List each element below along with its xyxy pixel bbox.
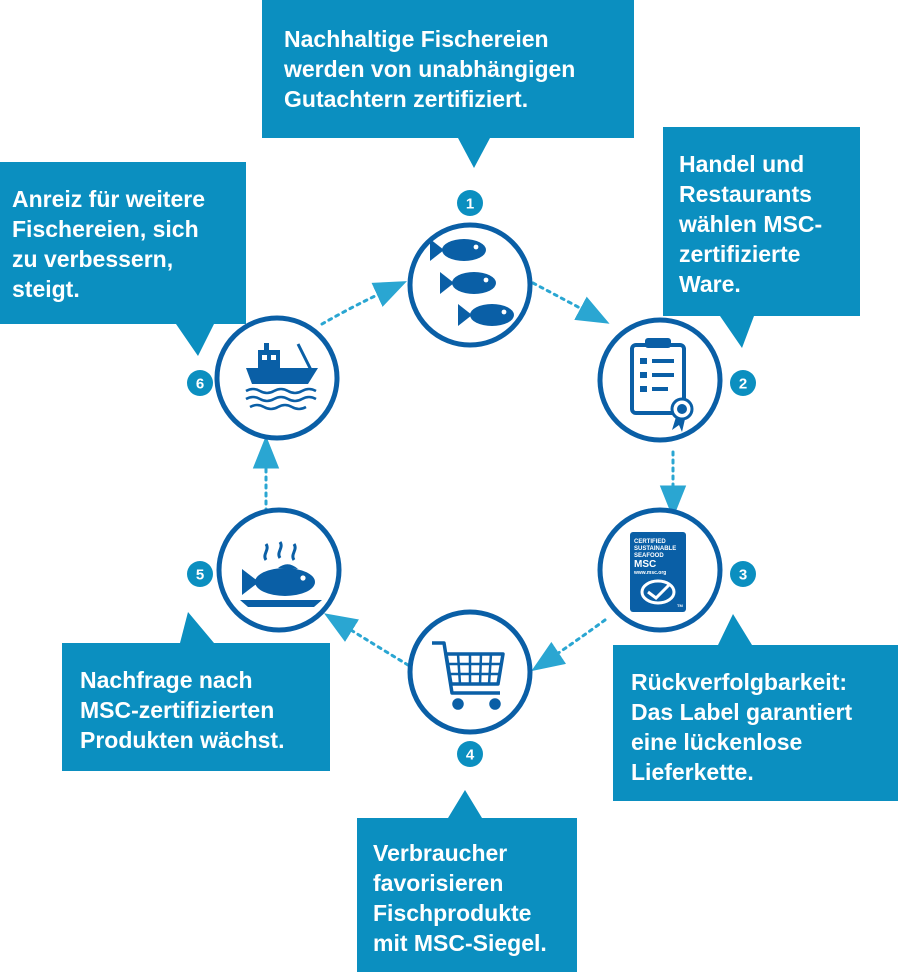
- node-step-6: 6: [187, 315, 340, 441]
- badge-step-1: [457, 190, 483, 216]
- msc-label-line1: CERTIFIED: [634, 539, 666, 545]
- callout-step-1-text: Nachhaltige Fischereien werden von unabh…: [284, 26, 576, 112]
- pointer-step-4: [448, 790, 482, 818]
- callout-step-4-text: Verbraucher favorisieren Fischprodukte m…: [373, 840, 547, 956]
- arrow-1-to-2: [531, 281, 610, 324]
- msc-label-line2: SUSTAINABLE: [634, 546, 676, 552]
- badge-step-1-label: 1: [466, 196, 474, 213]
- callout-step-2: Handel und Restaurants wählen MSC- zerti…: [663, 127, 860, 316]
- pointer-step-1: [458, 138, 490, 168]
- badge-step-2-label: 2: [739, 376, 747, 393]
- arrow-6-to-1: [320, 281, 407, 326]
- pointer-step-5: [180, 612, 214, 643]
- callout-step-6: Anreiz für weitere Fischereien, sich zu …: [0, 162, 246, 324]
- badge-step-5-label: 5: [196, 567, 204, 584]
- callout-step-4: Verbraucher favorisieren Fischprodukte m…: [357, 818, 577, 972]
- node-step-2: 2: [597, 317, 756, 443]
- shopping-cart-icon: [432, 641, 505, 710]
- pointer-step-6: [176, 324, 214, 356]
- node-step-4: 4: [407, 609, 533, 767]
- badge-step-3-label: 3: [739, 567, 747, 584]
- badge-step-6-label: 6: [196, 376, 204, 393]
- callout-step-3-text: Rückverfolgbarkeit: Das Label garantiert…: [631, 669, 853, 785]
- fish-on-plate-icon: [240, 541, 322, 607]
- callout-step-5: Nachfrage nach MSC-zertifizierten Produk…: [62, 643, 330, 771]
- msc-label-line3: SEAFOOD: [634, 553, 664, 559]
- arrow-3-to-4: [531, 618, 607, 672]
- node-step-1: 1: [407, 190, 533, 348]
- badge-step-2: [730, 370, 756, 396]
- callout-step-3: Rückverfolgbarkeit: Das Label garantiert…: [613, 645, 898, 801]
- fishing-boat-icon: [245, 343, 318, 411]
- msc-label-line4: MSC: [634, 559, 656, 570]
- callout-step-5-text: Nachfrage nach MSC-zertifizierten Produk…: [80, 667, 285, 753]
- callout-pointers: [176, 138, 754, 818]
- callout-step-1: Nachhaltige Fischereien werden von unabh…: [262, 0, 634, 138]
- msc-label-mark: TM: [677, 603, 683, 608]
- badge-step-5: [187, 561, 213, 587]
- clipboard-checklist-icon: [630, 338, 694, 432]
- badge-step-6: [187, 370, 213, 396]
- three-fish-icon: [430, 239, 514, 326]
- arrow-4-to-5: [323, 613, 410, 667]
- node-step-5: 5: [187, 507, 342, 633]
- badge-step-4: [457, 741, 483, 767]
- callout-step-2-text: Handel und Restaurants wählen MSC- zerti…: [679, 151, 823, 297]
- badge-step-4-label: 4: [466, 747, 475, 764]
- msc-label-icon: CERTIFIED SUSTAINABLE SEAFOOD MSC www.ms…: [630, 532, 686, 612]
- pointer-step-2: [720, 316, 754, 348]
- badge-step-3: [730, 561, 756, 587]
- msc-label-line5: www.msc.org: [633, 570, 666, 576]
- callout-step-6-text: Anreiz für weitere Fischereien, sich zu …: [12, 186, 205, 302]
- node-step-3: CERTIFIED SUSTAINABLE SEAFOOD MSC www.ms…: [597, 507, 756, 633]
- pointer-step-3: [718, 614, 752, 645]
